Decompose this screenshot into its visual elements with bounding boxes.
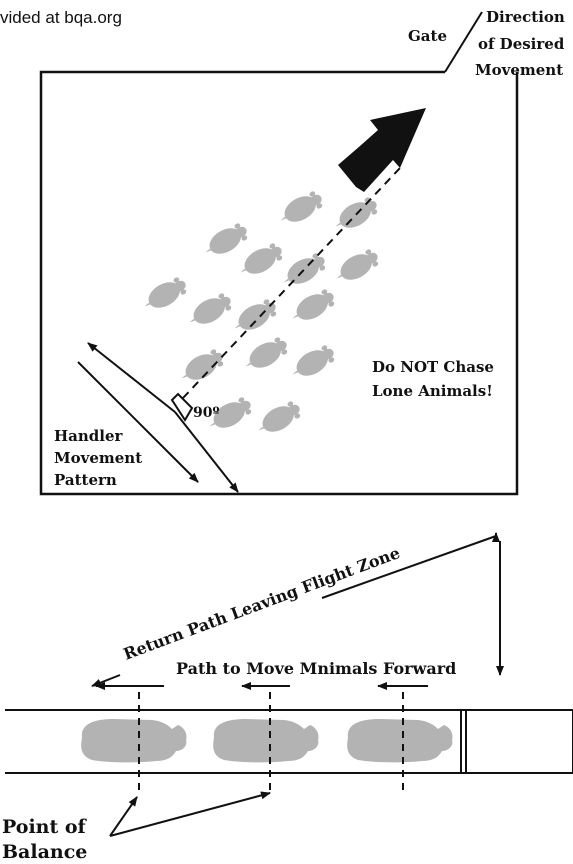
- balance-label-1: Point of: [2, 816, 88, 838]
- handler-movement-arrows: [77, 342, 239, 493]
- animal: [252, 397, 305, 441]
- animal: [175, 345, 228, 389]
- balance-pointer: [109, 791, 271, 837]
- right-angle-marker: [170, 392, 194, 422]
- animal: [329, 193, 382, 237]
- balance-label-2: Balance: [2, 841, 87, 863]
- animal: [81, 719, 187, 763]
- return-path-label: Return Path Leaving Flight Zone: [121, 543, 403, 664]
- animal: [274, 187, 327, 231]
- direction-arrow-icon: [338, 108, 426, 192]
- animal: [138, 273, 191, 317]
- pen-outline: [39, 70, 519, 496]
- forward-path-label: Path to Move Mnimals Forward: [176, 659, 456, 678]
- warning-label-2: Lone Animals!: [372, 382, 493, 400]
- bottom-diagram: Return Path Leaving Flight Zone Path to …: [2, 532, 573, 863]
- herd: [138, 187, 383, 441]
- animal: [213, 719, 319, 763]
- handler-label-1: Handler: [54, 427, 124, 445]
- balance-pointer: [109, 796, 138, 837]
- animal: [347, 719, 453, 763]
- movement-line: [182, 167, 401, 399]
- animal: [286, 285, 339, 329]
- animal: [330, 245, 383, 289]
- gate-line: [444, 11, 483, 73]
- return-path-line: [91, 674, 121, 687]
- animal: [239, 333, 292, 377]
- animal: [286, 341, 339, 385]
- warning-label-1: Do NOT Chase: [372, 358, 494, 376]
- top-diagram: Gate Direction of Desired Movement: [39, 8, 565, 496]
- point-of-balance-lines: [138, 692, 404, 794]
- handler-label-3: Pattern: [54, 471, 117, 489]
- gate-label: Gate: [408, 27, 447, 45]
- source-caption: vided at bqa.org: [0, 8, 122, 27]
- animal: [183, 289, 236, 333]
- return-path-line: [321, 535, 497, 599]
- direction-label-1: Direction: [486, 8, 565, 26]
- direction-label-3: Movement: [475, 61, 563, 79]
- angle-label: 90º: [193, 405, 219, 421]
- handler-label-2: Movement: [54, 449, 142, 467]
- direction-label-2: of Desired: [478, 35, 565, 53]
- animal: [199, 219, 252, 263]
- animal: [234, 239, 287, 283]
